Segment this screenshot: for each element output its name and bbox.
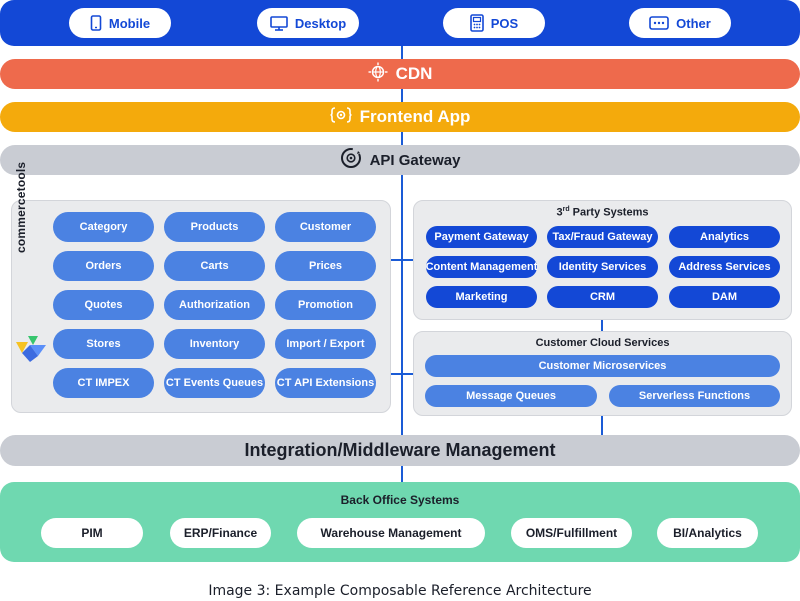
globe-icon [368,62,388,87]
commercetools-logo-icon [16,336,46,367]
ct-service-pill[interactable]: Stores [53,329,154,359]
middleware-layer: Integration/Middleware Management [0,435,800,466]
back-office-pim[interactable]: PIM [41,518,143,548]
channel-pos[interactable]: POS [443,8,545,38]
back-office-warehouse[interactable]: Warehouse Management [297,518,485,548]
cloud-to-middleware-connector [601,414,603,438]
back-office-bi[interactable]: BI/Analytics [657,518,758,548]
channel-mobile[interactable]: Mobile [69,8,171,38]
gateway-cycle-icon [340,147,362,173]
ct-service-pill[interactable]: Customer [275,212,376,242]
channel-other[interactable]: Other [629,8,731,38]
ct-service-pill[interactable]: CT IMPEX [53,368,154,398]
third-party-service-pill[interactable]: Address Services [669,256,780,278]
mobile-icon [90,15,102,31]
third-party-service-pill[interactable]: Payment Gateway [426,226,537,248]
ct-service-pill[interactable]: Inventory [164,329,265,359]
commercetools-logo-text: commercetools [14,161,28,253]
desktop-icon [270,15,288,31]
channel-label: POS [490,15,519,31]
third-party-service-pill[interactable]: Marketing [426,286,537,308]
ct-service-pill[interactable]: Carts [164,251,265,281]
ct-service-pill[interactable]: Authorization [164,290,265,320]
channels-bar: Mobile Desktop POS Other [0,0,800,46]
third-party-service-pill[interactable]: Tax/Fraud Gateway [547,226,658,248]
third-party-service-pill[interactable]: DAM [669,286,780,308]
channel-label: Desktop [294,15,347,31]
channel-desktop[interactable]: Desktop [257,8,359,38]
ct-service-pill[interactable]: CT Events Queues [164,368,265,398]
third-party-service-pill[interactable]: Analytics [669,226,780,248]
third-party-service-pill[interactable]: CRM [547,286,658,308]
back-office-title: Back Office Systems [340,493,460,507]
figure-caption: Image 3: Example Composable Reference Ar… [208,583,592,599]
frontend-layer: Frontend App [0,102,800,132]
frontend-label: Frontend App [359,107,471,126]
ct-service-pill[interactable]: Category [53,212,154,242]
message-queues-pill[interactable]: Message Queues [425,385,597,407]
ct-service-pill[interactable]: CT API Extensions [275,368,376,398]
back-office-erp[interactable]: ERP/Finance [170,518,271,548]
ct-service-pill[interactable]: Orders [53,251,154,281]
pos-icon [469,14,484,32]
third-party-title: 3rd Party Systems [556,206,649,219]
middleware-label: Integration/Middleware Management [244,440,556,460]
middleware-to-backoffice-connector [401,464,403,484]
customer-microservices-pill[interactable]: Customer Microservices [425,355,780,377]
api-gateway-label: API Gateway [369,151,461,169]
ct-service-pill[interactable]: Promotion [275,290,376,320]
cdn-layer: CDN [0,59,800,89]
back-office-oms[interactable]: OMS/Fulfillment [511,518,632,548]
ct-service-pill[interactable]: Quotes [53,290,154,320]
api-gateway-layer: API Gateway [0,145,800,175]
ct-service-pill[interactable]: Import / Export [275,329,376,359]
ct-connector-bottom [390,373,414,375]
other-icon [649,16,669,30]
main-vertical-connector [401,40,403,440]
third-party-service-pill[interactable]: Content Management [426,256,537,278]
third-party-service-pill[interactable]: Identity Services [547,256,658,278]
code-gear-icon [330,106,352,129]
ct-connector-top [390,259,414,261]
channel-label: Other [676,15,711,31]
serverless-functions-pill[interactable]: Serverless Functions [609,385,780,407]
ct-service-pill[interactable]: Products [164,212,265,242]
ct-service-pill[interactable]: Prices [275,251,376,281]
customer-cloud-title: Customer Cloud Services [535,337,670,349]
cdn-label: CDN [395,64,433,83]
channel-label: Mobile [108,15,151,31]
third-party-to-cloud-connector [601,318,603,333]
